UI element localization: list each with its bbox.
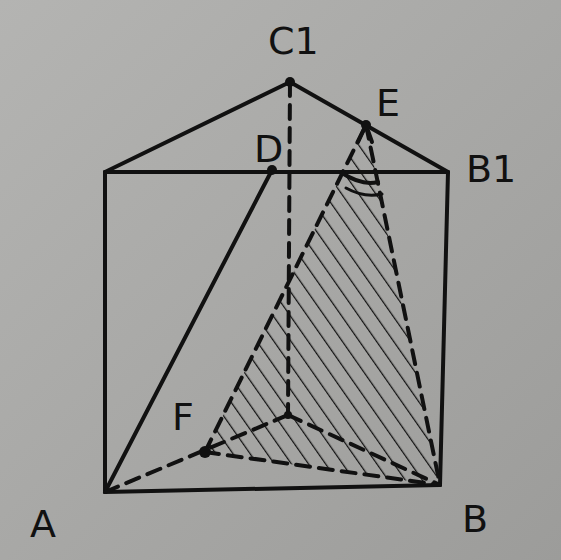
prism-edge: [105, 485, 440, 492]
point-label: F: [172, 398, 194, 436]
point-label: B: [462, 500, 488, 538]
point-label: B1: [466, 150, 516, 188]
point-dot: [284, 411, 292, 419]
point-dot: [285, 77, 295, 87]
hidden-edge: [288, 82, 290, 415]
prism-edge: [290, 82, 448, 172]
point-label: E: [376, 84, 400, 122]
point-label: A: [30, 505, 56, 543]
prism-edge: [440, 172, 448, 485]
point-dot: [199, 446, 211, 458]
section-edge: [366, 125, 440, 485]
point-label: D: [254, 130, 283, 168]
prism-edge: [103, 172, 107, 492]
point-dot: [361, 120, 371, 130]
angle-arc: [342, 173, 378, 183]
segment-ad: [105, 170, 272, 492]
point-label: C1: [268, 22, 319, 60]
angle-arc: [346, 188, 382, 195]
hidden-edge: [105, 415, 288, 492]
section-edge: [205, 452, 440, 485]
prism-edge: [105, 82, 290, 172]
